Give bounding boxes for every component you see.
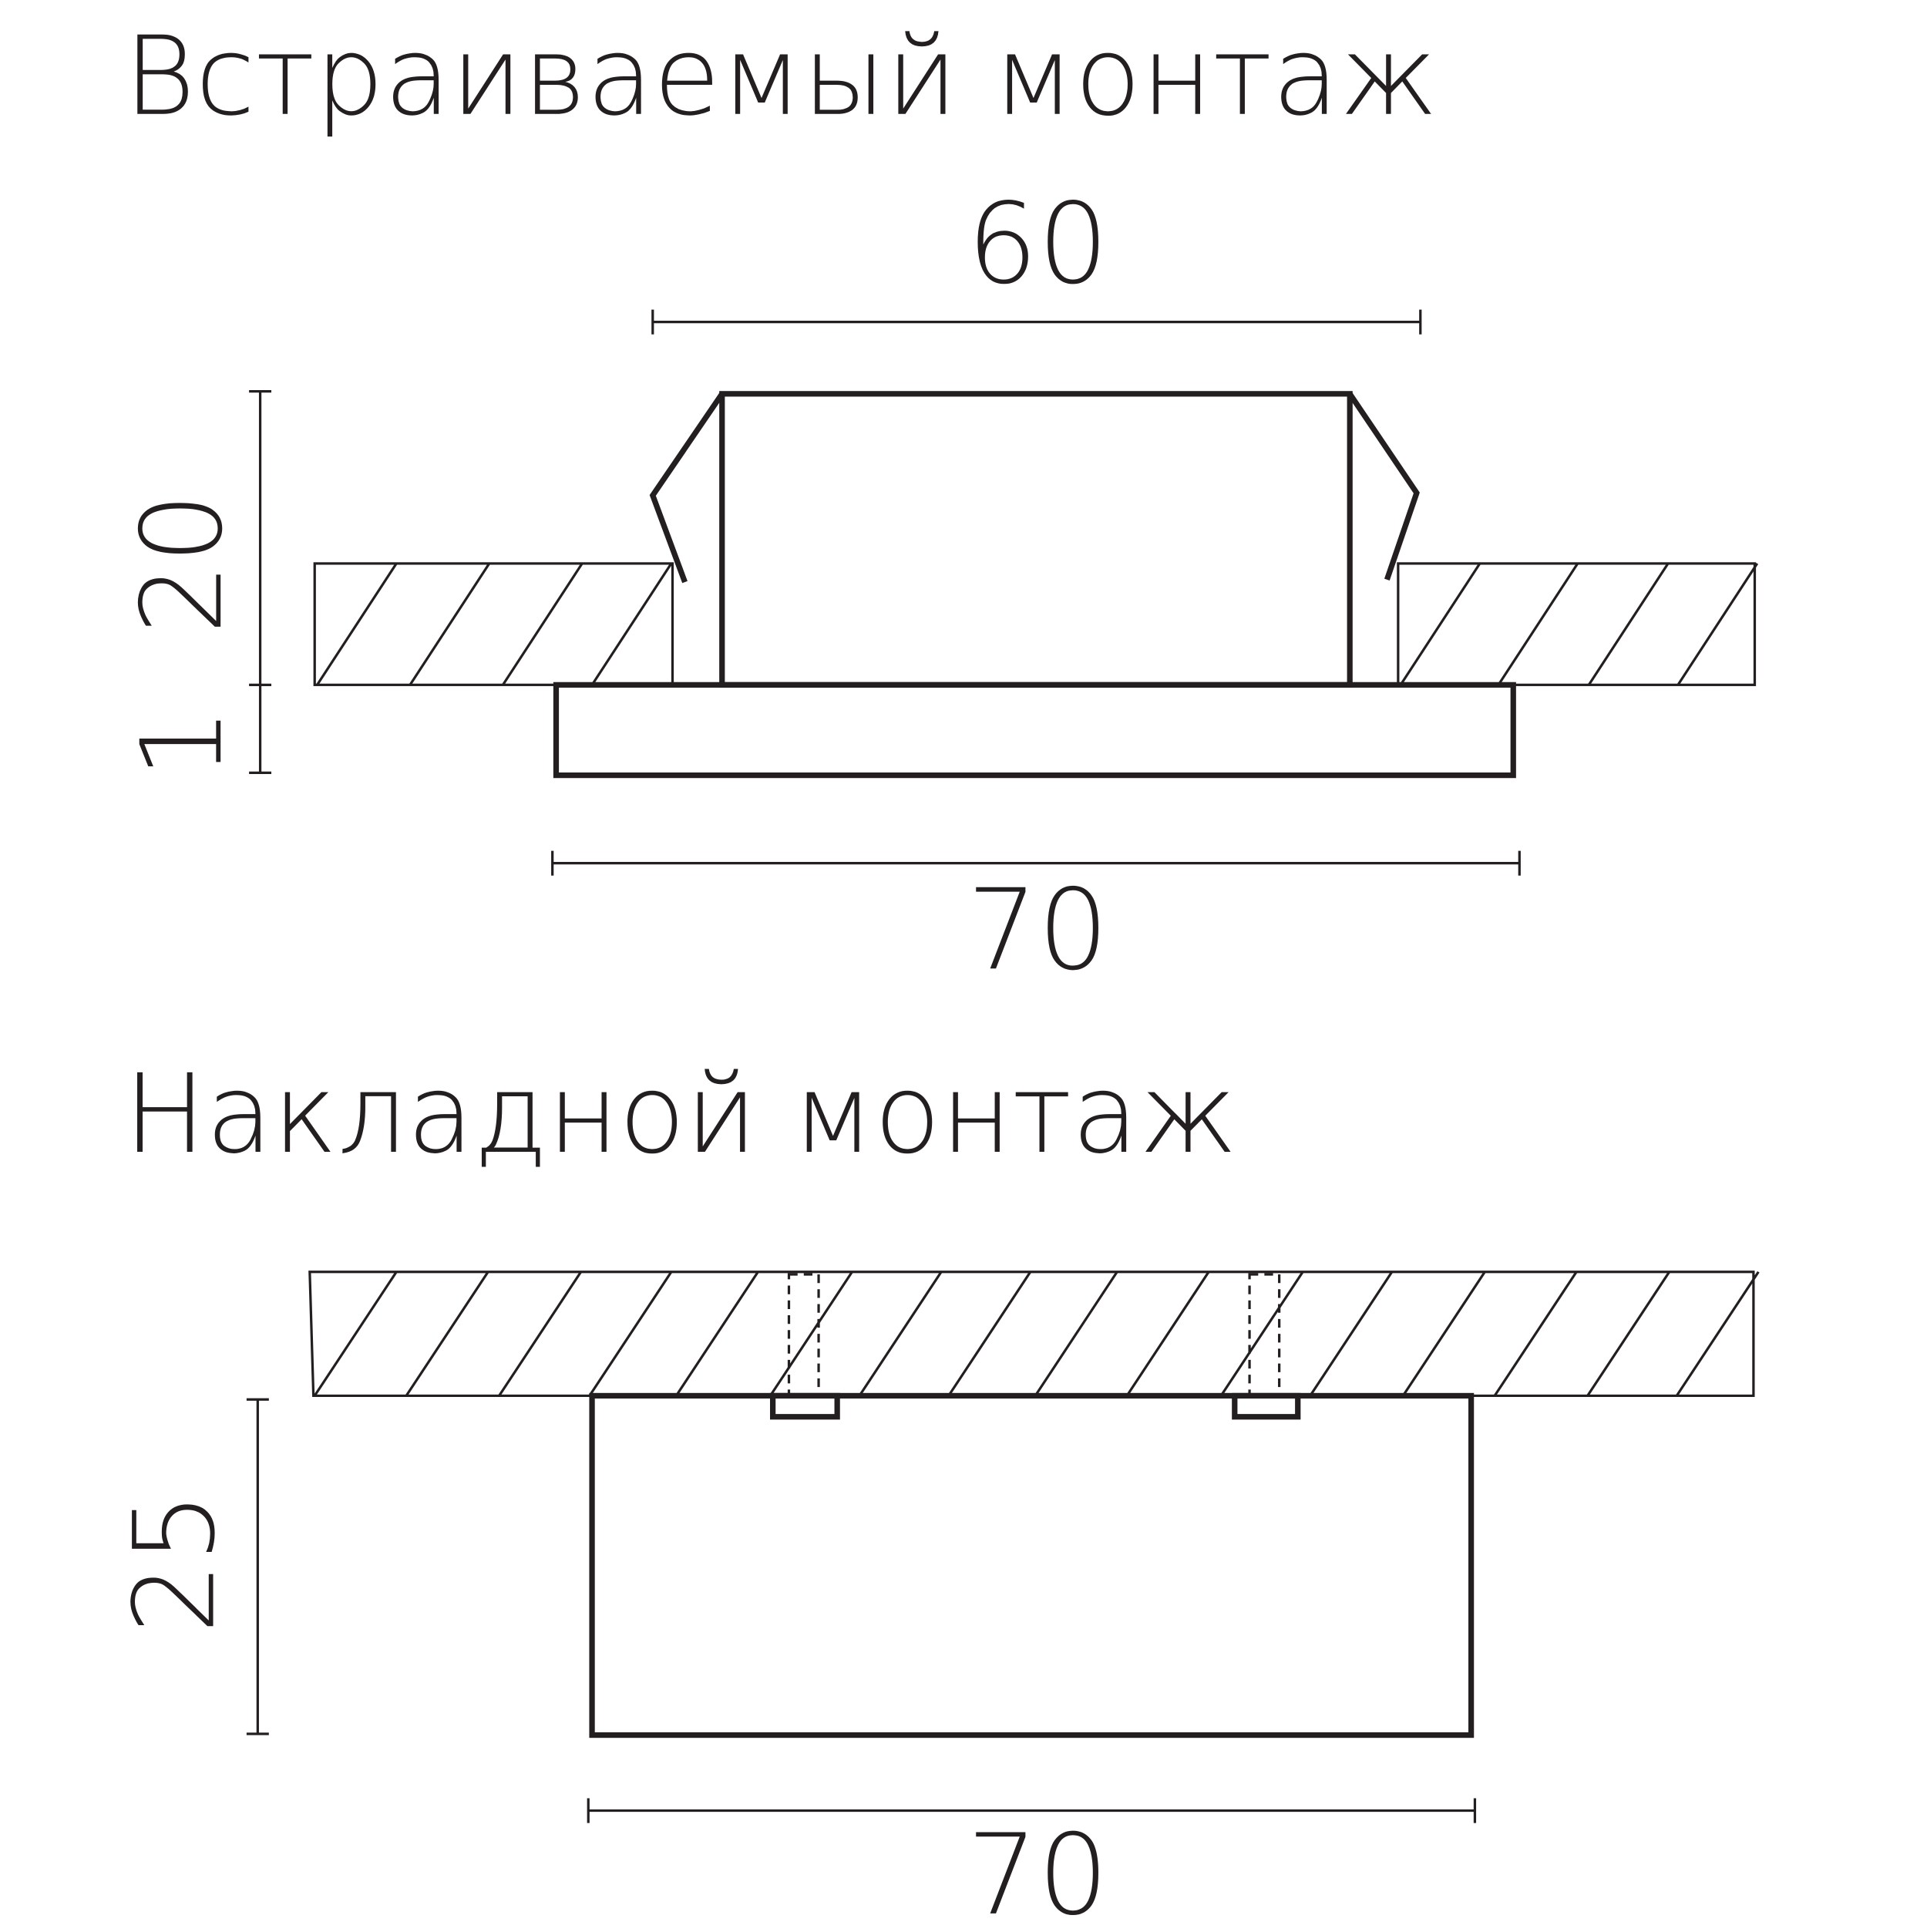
- ceiling-section-right: [1397, 562, 1759, 686]
- surface-title: Накладной монтаж: [124, 1052, 1238, 1178]
- dim-line-bottom-width: [551, 850, 1521, 876]
- hatch-line: [1676, 563, 1759, 686]
- hatch-line: [405, 1271, 489, 1397]
- spring-clip-right: [1347, 392, 1420, 581]
- hatch-line: [1497, 563, 1579, 686]
- hatch-line: [1493, 1271, 1578, 1397]
- hatch-line: [1401, 1271, 1486, 1397]
- dim-line-surface-width: [587, 1798, 1477, 1823]
- hatch-line: [1399, 563, 1481, 686]
- hatch-line: [1309, 1271, 1394, 1397]
- hatch-line: [498, 1271, 582, 1397]
- hatch-line: [1125, 1271, 1210, 1397]
- hatch-line: [1034, 1271, 1118, 1397]
- ceiling-section-surface: [308, 1271, 1760, 1398]
- hatch-line: [1586, 1271, 1670, 1397]
- hatch-line: [674, 1271, 759, 1397]
- luminaire-body-recessed: [719, 391, 1353, 688]
- luminaire-flange: [553, 682, 1516, 779]
- mounting-bracket-left: [769, 1392, 840, 1420]
- dim-label-surface-height: 25: [111, 1492, 240, 1634]
- recessed-title: Встраиваемый монтаж: [124, 14, 1438, 140]
- screw-left: [787, 1273, 820, 1398]
- hatch-line: [858, 1271, 943, 1397]
- hatch-line: [1587, 563, 1670, 686]
- dim-label-bottom-width: 70: [967, 866, 1108, 995]
- hatch-line: [502, 563, 583, 686]
- dim-line-surface-height: [246, 1398, 269, 1735]
- mounting-bracket-right: [1232, 1392, 1301, 1420]
- hatch-line: [1675, 1271, 1760, 1397]
- hatch-line: [316, 563, 398, 686]
- dim-label-surface-width: 70: [967, 1811, 1108, 1932]
- hatch-line: [947, 1271, 1032, 1397]
- dim-label-top-width: 60: [967, 180, 1108, 309]
- hatch-line: [588, 1271, 673, 1397]
- dim-line-top-width: [651, 309, 1422, 335]
- hatch-line: [409, 563, 491, 686]
- luminaire-body-surface: [589, 1392, 1475, 1738]
- ceiling-section-left: [313, 562, 674, 686]
- dim-line-left-height: [249, 390, 272, 775]
- hatch-line: [590, 563, 673, 686]
- dim-label-flange: 1: [118, 708, 247, 779]
- hatch-line: [313, 1271, 398, 1397]
- dim-label-height: 20: [118, 493, 247, 634]
- hatch-line: [769, 1271, 853, 1397]
- spring-clip-left: [649, 392, 725, 584]
- screw-right: [1248, 1273, 1281, 1398]
- hatch-line: [1219, 1271, 1304, 1397]
